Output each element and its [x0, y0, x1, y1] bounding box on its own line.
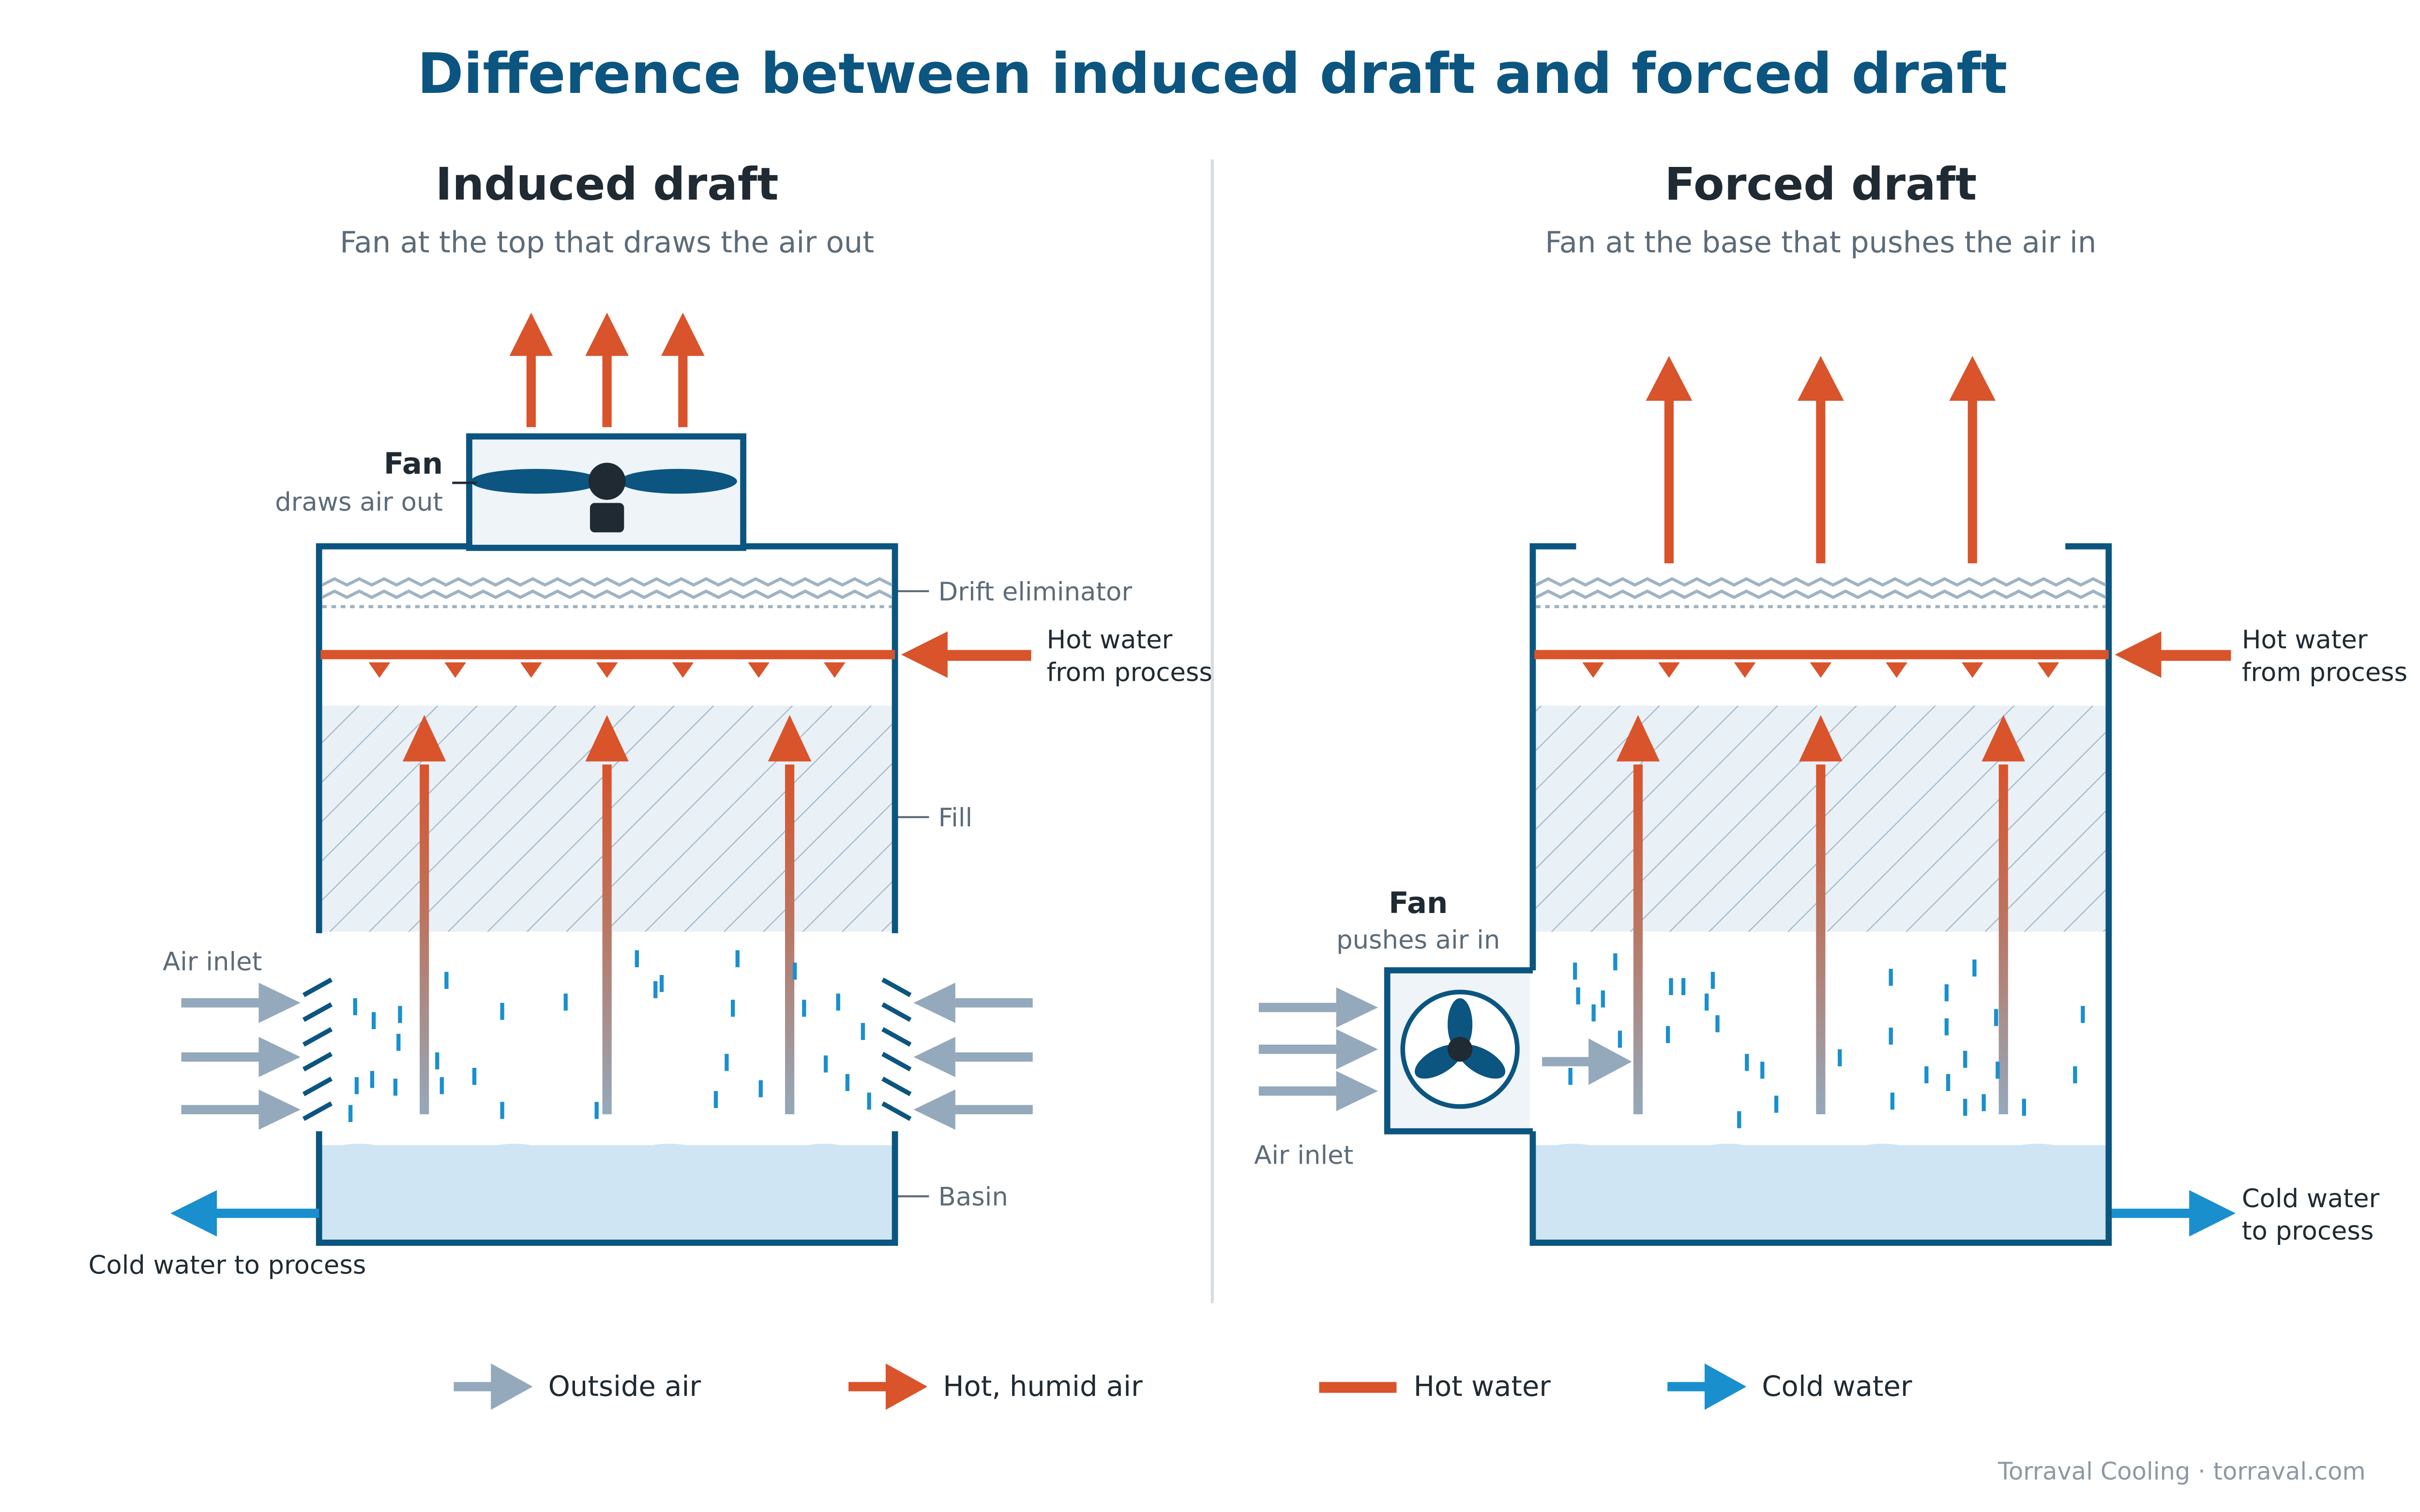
forced-cold-water-label-2: to process — [2242, 1216, 2374, 1246]
page-title: Difference between induced draft and for… — [417, 42, 2007, 106]
induced-water-droplets — [348, 950, 871, 1122]
induced-left-louvers — [302, 977, 333, 1121]
induced-basin-label: Basin — [938, 1183, 1008, 1212]
forced-hot-water-label-1: Hot water — [2242, 625, 2368, 655]
legend-cold-water: Cold water — [1667, 1363, 1912, 1410]
induced-title: Induced draft — [436, 158, 779, 210]
forced-air-inlet-label: Air inlet — [1254, 1140, 1353, 1170]
induced-fan — [466, 433, 747, 551]
legend-hot-air: Hot, humid air — [848, 1363, 1143, 1410]
induced-fan-title: Fan — [384, 447, 443, 481]
induced-air-inlet-label: Air inlet — [163, 947, 262, 977]
induced-cold-water-outlet — [170, 1190, 319, 1237]
induced-drift-eliminator — [321, 577, 893, 609]
induced-right-air-inlet — [913, 983, 1033, 1130]
induced-hot-water-header — [320, 650, 895, 678]
footer-credit: Torraval Cooling · torraval.com — [1997, 1457, 2366, 1485]
induced-hot-water-label-1: Hot water — [1047, 625, 1173, 655]
legend-outside-air: Outside air — [454, 1363, 701, 1410]
forced-cold-water-outlet — [2112, 1190, 2236, 1237]
forced-draft-panel: Forced draft Fan at the base that pushes… — [1254, 158, 2407, 1246]
legend-outside-air-label: Outside air — [548, 1370, 701, 1403]
forced-fan-discharge-arrow — [1542, 1038, 1632, 1085]
induced-right-louvers — [881, 977, 912, 1121]
forced-cold-water-label-1: Cold water — [2242, 1184, 2380, 1213]
induced-left-air-inlet — [181, 983, 301, 1130]
induced-fill-label: Fill — [938, 803, 973, 833]
legend-cold-water-label: Cold water — [1762, 1370, 1912, 1403]
induced-hot-water-inlet-arrow — [901, 631, 1031, 678]
forced-fan-title: Fan — [1389, 886, 1448, 920]
forced-hot-water-label-2: from process — [2242, 658, 2407, 687]
legend-hot-air-label: Hot, humid air — [943, 1370, 1143, 1403]
forced-hot-water-inlet-arrow — [2115, 631, 2231, 678]
forced-drift-eliminator — [1535, 577, 2106, 609]
induced-draft-panel: Induced draft Fan at the top that draws … — [89, 158, 1212, 1280]
forced-air-inlet — [1258, 987, 1378, 1111]
forced-water-droplets — [1568, 953, 2085, 1128]
legend-hot-water: Hot water — [1319, 1370, 1551, 1403]
forced-hot-water-header — [1534, 650, 2109, 678]
induced-subtitle: Fan at the top that draws the air out — [340, 225, 874, 259]
legend-hot-water-label: Hot water — [1414, 1370, 1551, 1403]
forced-subtitle: Fan at the base that pushes the air in — [1545, 225, 2096, 259]
induced-exhaust-arrows — [509, 313, 705, 427]
forced-title: Forced draft — [1664, 158, 1977, 210]
induced-drift-label: Drift eliminator — [938, 577, 1133, 607]
forced-exhaust-arrows — [1646, 356, 1996, 564]
induced-fan-sub: draws air out — [275, 488, 443, 517]
induced-cold-water-label: Cold water to process — [89, 1250, 366, 1280]
legend: Outside air Hot, humid air Hot water Col… — [454, 1363, 1912, 1410]
induced-hot-water-label-2: from process — [1047, 658, 1212, 687]
forced-fan-sub: pushes air in — [1336, 926, 1500, 955]
forced-fan — [1384, 967, 1533, 1135]
